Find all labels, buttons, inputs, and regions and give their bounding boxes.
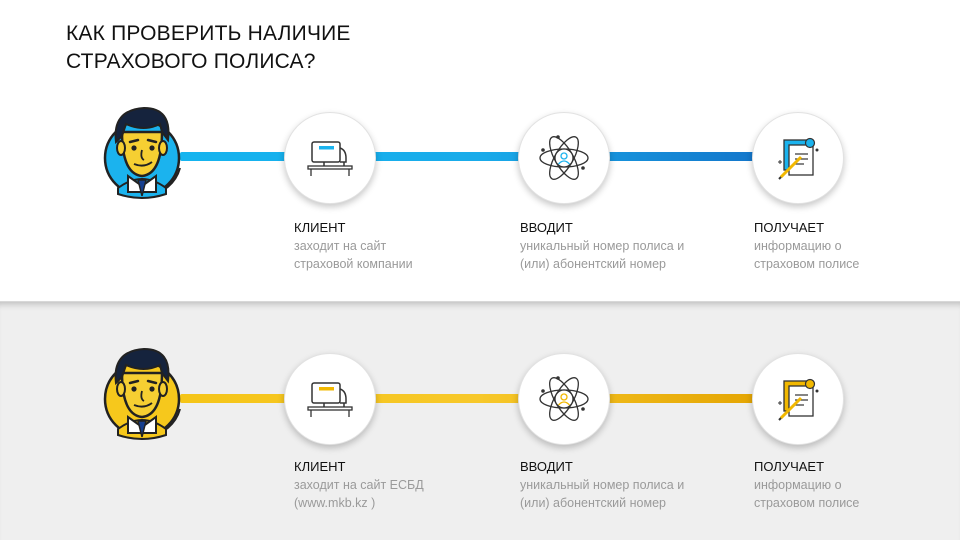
man-avatar-icon	[103, 106, 181, 199]
caption-heading: ПОЛУЧАЕТ	[754, 220, 825, 235]
step-node-input	[518, 112, 610, 204]
caption-heading: ВВОДИТ	[520, 459, 573, 474]
caption-text-line: уникальный номер полиса и	[520, 239, 685, 253]
caption-text-line: страховом полисе	[754, 257, 860, 271]
caption-text-line: уникальный номер полиса и	[520, 478, 685, 492]
row1-caption-input: ВВОДИТ уникальный номер полиса и (или) а…	[520, 219, 720, 273]
caption-heading: КЛИЕНТ	[294, 459, 346, 474]
client-avatar-blue	[100, 102, 184, 202]
step-node-result	[752, 353, 844, 445]
caption-text-line: заходит на сайт	[294, 239, 387, 253]
document-check-icon	[778, 378, 819, 421]
step-node-input	[518, 353, 610, 445]
caption-heading: ВВОДИТ	[520, 220, 573, 235]
caption-text-line: страховой компании	[294, 257, 413, 271]
row2-caption-result: ПОЛУЧАЕТ информацию о страховом полисе	[754, 458, 954, 512]
client-avatar-yellow	[100, 343, 184, 443]
row2-caption-client: КЛИЕНТ заходит на сайт ЕСБД (www.mkb.kz …	[294, 458, 494, 512]
row1-caption-client: КЛИЕНТ заходит на сайт страховой компани…	[294, 219, 494, 273]
row1-caption-result: ПОЛУЧАЕТ информацию о страховом полисе	[754, 219, 954, 273]
caption-heading: КЛИЕНТ	[294, 220, 346, 235]
caption-text-line: (или) абонентский номер	[520, 496, 666, 510]
progress-track-yellow	[180, 394, 776, 403]
atom-user-icon	[539, 376, 589, 421]
title-line-2: СТРАХОВОГО ПОЛИСА?	[66, 50, 316, 73]
step-node-result	[752, 112, 844, 204]
caption-text-line: информацию о	[754, 478, 842, 492]
atom-user-icon	[539, 135, 589, 180]
caption-text-line: (www.mkb.kz )	[294, 496, 376, 510]
title-line-1: КАК ПРОВЕРИТЬ НАЛИЧИЕ	[66, 22, 351, 45]
caption-text-line: заходит на сайт ЕСБД	[294, 478, 424, 492]
caption-text-line: страховом полисе	[754, 496, 860, 510]
page-title: КАК ПРОВЕРИТЬ НАЛИЧИЕ СТРАХОВОГО ПОЛИСА?	[66, 20, 486, 76]
man-avatar-icon	[103, 347, 181, 440]
caption-heading: ПОЛУЧАЕТ	[754, 459, 825, 474]
progress-track-blue	[180, 152, 776, 161]
caption-text-line: информацию о	[754, 239, 842, 253]
step-node-client	[284, 112, 376, 204]
caption-text-line: (или) абонентский номер	[520, 257, 666, 271]
computer-icon	[307, 141, 353, 176]
step-node-client	[284, 353, 376, 445]
document-check-icon	[778, 137, 819, 180]
computer-icon	[307, 382, 353, 417]
row2-caption-input: ВВОДИТ уникальный номер полиса и (или) а…	[520, 458, 720, 512]
